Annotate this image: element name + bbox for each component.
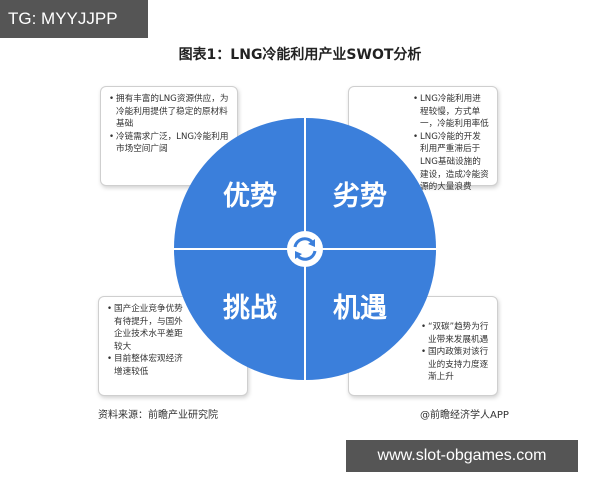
- strength-box: 拥有丰富的LNG资源供应，为冷能利用提供了稳定的原材料基础 冷链需求广泛，LNG…: [100, 86, 238, 186]
- threat-point-1: 国产企业竞争优势有待提升，与国外企业技术水平差距较大: [107, 303, 191, 353]
- tg-overlay-label: TG: MYYJJPP: [0, 0, 148, 38]
- source-note: 资料来源：前瞻产业研究院: [98, 410, 218, 421]
- weakness-box: LNG冷能利用进程较慢，方式单一，冷能利用率低 LNG冷能的开发利用严重滞后于L…: [348, 86, 498, 192]
- weakness-point-1: LNG冷能利用进程较慢，方式单一，冷能利用率低: [413, 93, 489, 131]
- watermark-url: www.slot-obgames.com: [346, 440, 578, 472]
- quadrant-strength: 优势: [174, 118, 304, 248]
- opportunity-point-1: “双碳”趋势为行业带来发展机遇: [421, 321, 489, 346]
- cycle-arrows-icon: [287, 231, 323, 267]
- quadrant-threat: 挑战: [174, 250, 304, 380]
- threat-point-2: 目前整体宏观经济增速较低: [107, 353, 191, 378]
- opportunity-point-2: 国内政策对该行业的支持力度逐渐上升: [421, 346, 489, 384]
- quadrant-weakness: 劣势: [306, 118, 436, 248]
- credit-note: @前瞻经济学人APP: [420, 410, 509, 421]
- weakness-point-2: LNG冷能的开发利用严重滞后于LNG基础设施的建设，造成冷能资源的大量浪费: [413, 131, 489, 194]
- strength-point-2: 冷链需求广泛，LNG冷能利用市场空间广阔: [109, 131, 229, 156]
- figure-title: 图表1：LNG冷能利用产业SWOT分析: [178, 47, 422, 63]
- strength-point-1: 拥有丰富的LNG资源供应，为冷能利用提供了稳定的原材料基础: [109, 93, 229, 131]
- quadrant-opportunity: 机遇: [306, 250, 436, 380]
- swot-circle: 优势 劣势 挑战 机遇: [174, 118, 436, 380]
